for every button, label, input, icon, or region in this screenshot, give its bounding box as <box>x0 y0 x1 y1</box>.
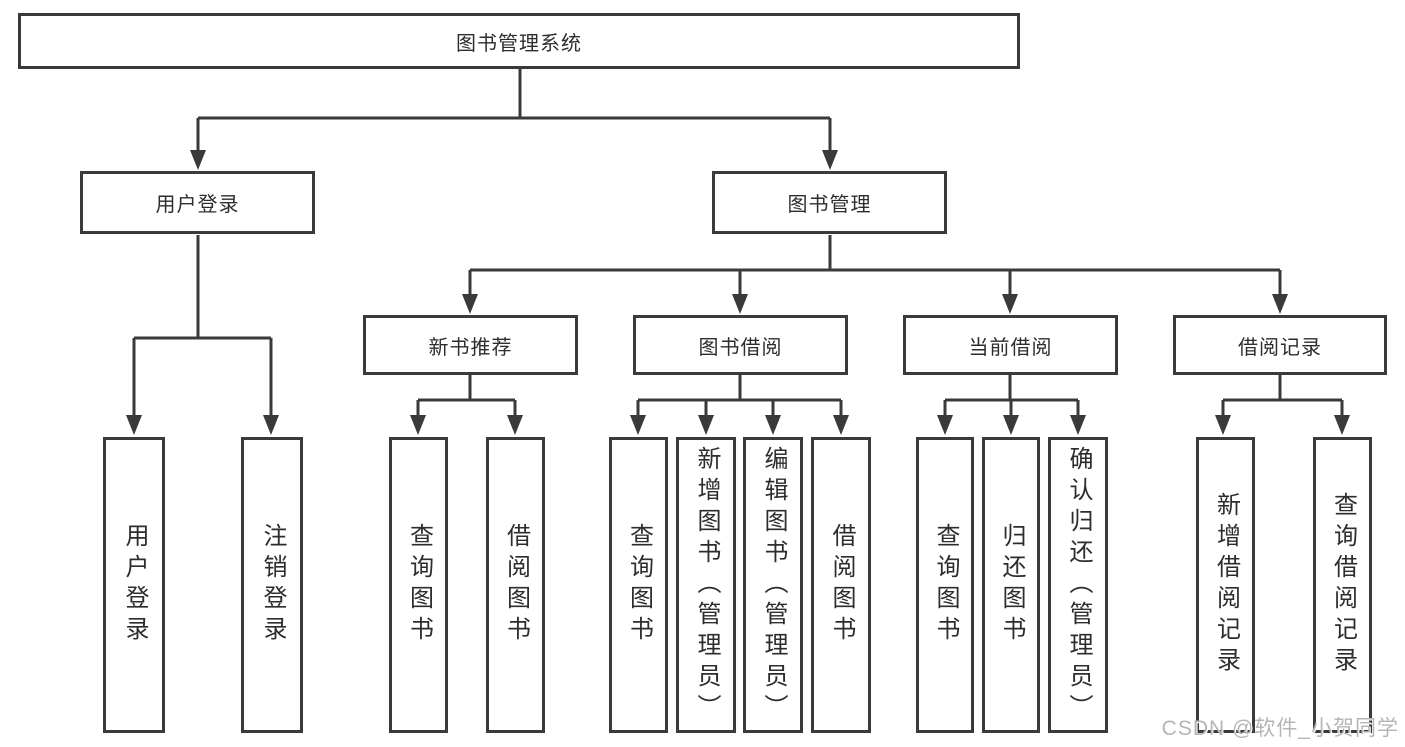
node-leaf-user-login: 用户登录 <box>103 437 165 733</box>
node-leaf-query-books-borrow: 查询图书 <box>609 437 668 733</box>
node-leaf-query-borrow-record: 查询借阅记录 <box>1313 437 1372 733</box>
node-leaf-return-books: 归还图书 <box>982 437 1040 733</box>
node-new-book-recommend: 新书推荐 <box>363 315 578 375</box>
node-leaf-borrow-books-recommend: 借阅图书 <box>486 437 545 733</box>
node-leaf-edit-books-admin: 编辑图书（管理员） <box>743 437 803 733</box>
node-book-management-branch: 图书管理 <box>712 171 947 234</box>
arrowhead-icons <box>126 150 1350 435</box>
node-borrow-records: 借阅记录 <box>1173 315 1387 375</box>
node-user-login-branch: 用户登录 <box>80 171 315 234</box>
node-leaf-query-books-current: 查询图书 <box>916 437 974 733</box>
node-leaf-confirm-return-admin: 确认归还（管理员） <box>1048 437 1108 733</box>
node-leaf-add-books-admin: 新增图书（管理员） <box>676 437 736 733</box>
node-leaf-add-borrow-record: 新增借阅记录 <box>1196 437 1255 733</box>
csdn-watermark: CSDN @软件_小贺同学 <box>1161 717 1399 740</box>
node-root-system: 图书管理系统 <box>18 13 1020 69</box>
node-leaf-query-books-recommend: 查询图书 <box>389 437 448 733</box>
node-book-borrow: 图书借阅 <box>633 315 848 375</box>
node-leaf-borrow-books: 借阅图书 <box>811 437 871 733</box>
node-leaf-logout: 注销登录 <box>241 437 303 733</box>
node-current-borrow: 当前借阅 <box>903 315 1118 375</box>
